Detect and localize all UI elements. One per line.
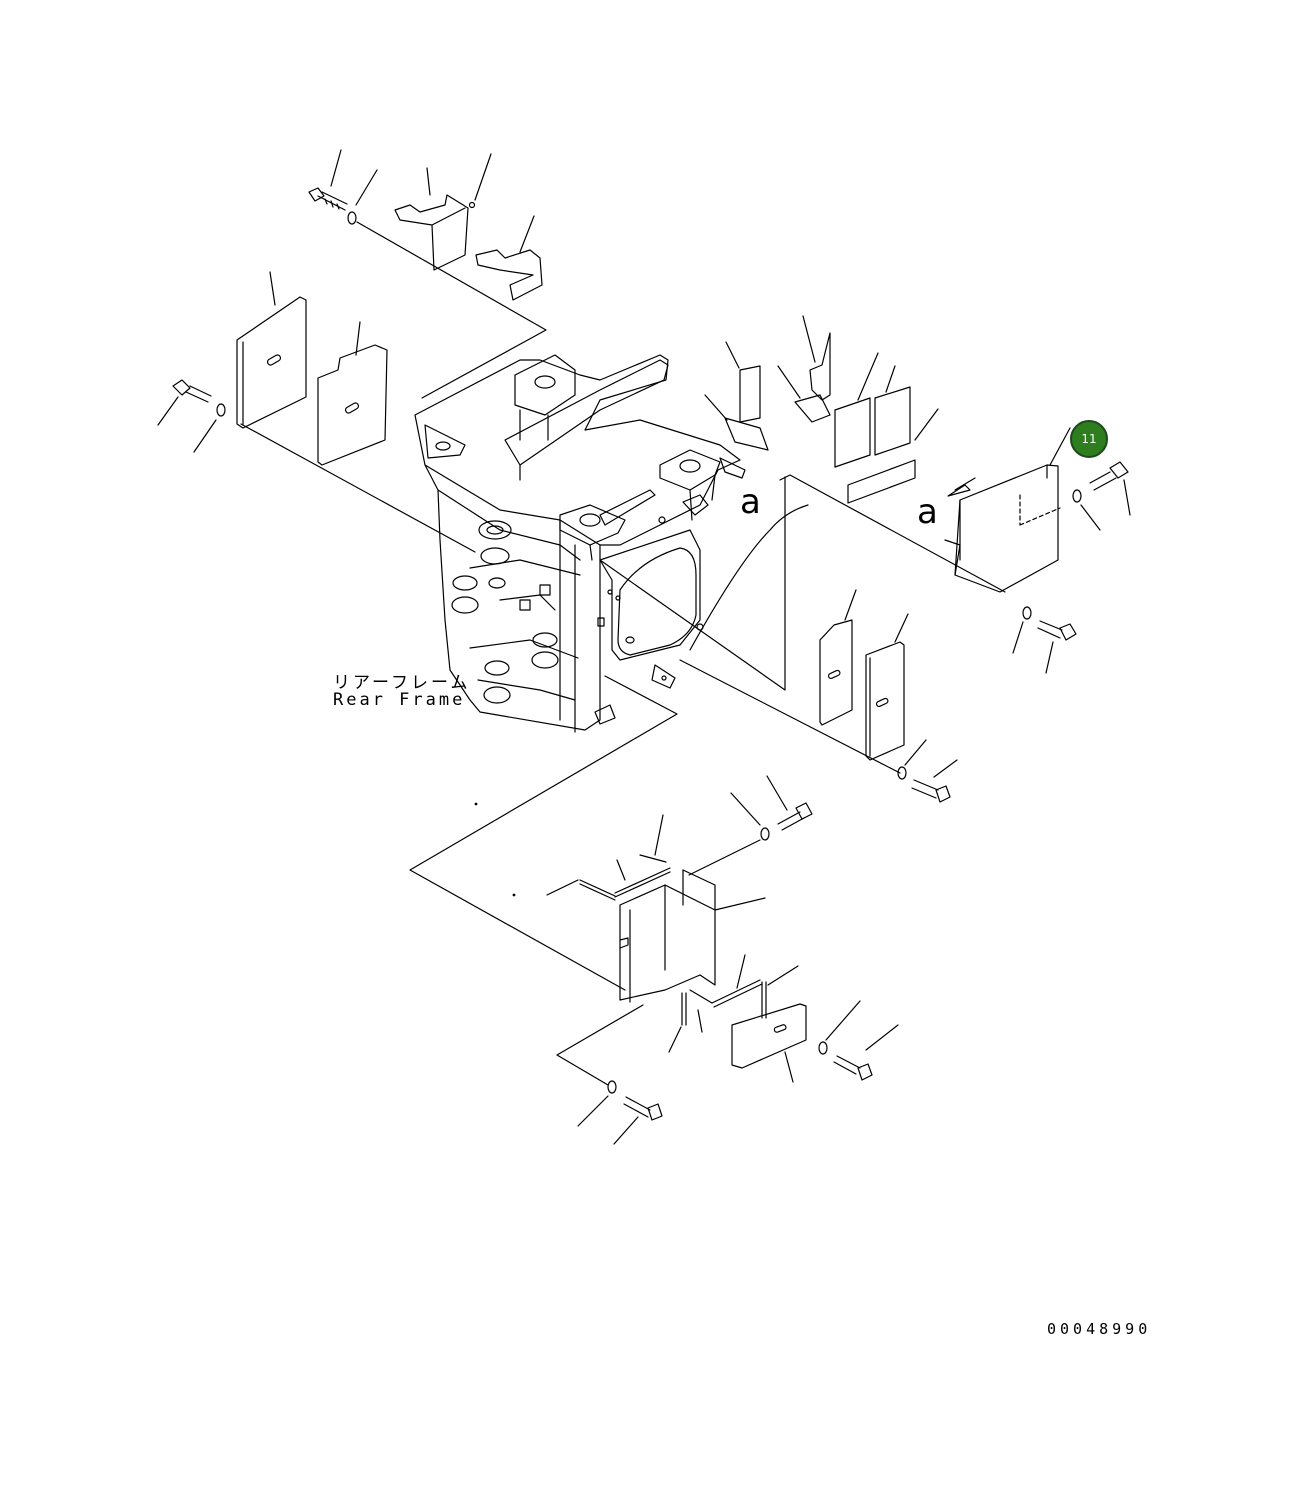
lower-strips bbox=[546, 814, 671, 901]
upper-right-pads bbox=[834, 352, 939, 504]
lower-bottom-leader bbox=[556, 1004, 644, 1086]
curved-leader bbox=[689, 504, 809, 651]
drawing-number: 00048990 bbox=[1047, 1320, 1152, 1338]
lower-bottom-bolt bbox=[613, 1096, 663, 1145]
top-small-pin bbox=[468, 153, 492, 209]
lower-top-leader bbox=[688, 839, 761, 876]
lower-bottom-washer bbox=[577, 1080, 617, 1127]
lower-leader-frame bbox=[409, 675, 678, 991]
stray-dot bbox=[512, 893, 516, 897]
lower-right-washer bbox=[1012, 606, 1032, 654]
left-washer bbox=[193, 403, 226, 453]
lower-right-small-bolt bbox=[833, 1024, 899, 1081]
lower-cover-plate bbox=[731, 1003, 807, 1083]
upper-right-plate-a bbox=[704, 341, 769, 451]
part-label-japanese: リアーフレーム bbox=[333, 673, 471, 693]
middle-right-inner-panel bbox=[819, 589, 857, 726]
stray-dot bbox=[474, 802, 478, 806]
left-leader bbox=[240, 423, 476, 553]
middle-right-cover-plate bbox=[865, 613, 909, 761]
reference-mark-a-left: a bbox=[740, 482, 761, 522]
lower-right-small-washer bbox=[818, 1000, 861, 1055]
top-leader bbox=[356, 221, 547, 399]
right-cover-bolt bbox=[1089, 461, 1131, 516]
grease-nipple bbox=[947, 477, 976, 497]
top-bracket-right bbox=[475, 215, 543, 301]
lower-right-bolt bbox=[1037, 620, 1077, 674]
center-long-leader bbox=[599, 476, 786, 691]
top-bracket-left bbox=[394, 167, 469, 271]
middle-right-leader bbox=[679, 659, 901, 774]
left-cover-plate bbox=[236, 271, 307, 429]
right-cover-11 bbox=[944, 427, 1071, 593]
top-washer bbox=[347, 169, 378, 225]
lower-shims bbox=[668, 954, 799, 1053]
upper-right-plate-b bbox=[777, 315, 831, 423]
center-leader-upper bbox=[779, 474, 1006, 593]
lower-box-bracket bbox=[619, 869, 766, 1003]
reference-mark-a-right: a bbox=[917, 492, 938, 532]
top-bolt bbox=[308, 149, 348, 211]
lower-washer-top bbox=[730, 792, 770, 841]
part-label-english: Rear Frame bbox=[333, 690, 466, 710]
left-bolt bbox=[157, 379, 212, 426]
lower-bolt-top bbox=[766, 775, 813, 831]
rear-frame bbox=[414, 354, 746, 733]
left-inner-panel bbox=[317, 321, 388, 466]
middle-right-washer bbox=[897, 739, 927, 780]
middle-right-bolt bbox=[911, 759, 958, 803]
callout-badge-11[interactable]: 11 bbox=[1070, 420, 1108, 458]
right-cover-washer bbox=[1072, 489, 1101, 531]
